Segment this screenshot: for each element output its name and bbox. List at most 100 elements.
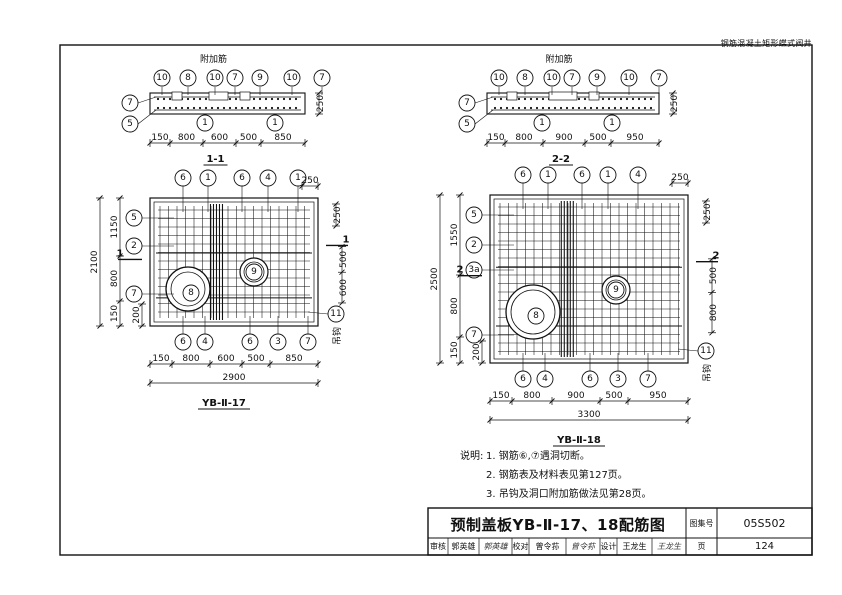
section-bar-dot: [288, 97, 292, 101]
section-bar-dot: [264, 97, 268, 101]
dim-tick: [233, 140, 239, 146]
review-signature: 郭英雄: [483, 542, 508, 551]
section-bubble-top-number: 8: [522, 73, 528, 83]
plan-left-dim-value: 800: [450, 297, 460, 314]
plan-bubble-hole-small-number: 9: [251, 267, 257, 277]
plan-bubble-bottom-circle: [536, 370, 554, 388]
section-bar-dot: [643, 97, 647, 101]
section-bar-dot: [607, 106, 611, 110]
section-bar-dot: [535, 97, 539, 101]
section-bar-dot: [216, 106, 220, 110]
plan-bubble-bottom-circle: [269, 333, 287, 351]
title-block-lines: [427, 507, 813, 556]
plan-leader: [677, 348, 699, 352]
plan-bubble-top-number: 1: [205, 173, 211, 183]
section-bottom-dim-value: 500: [589, 133, 606, 143]
section-bottom-dim-value: 800: [515, 133, 532, 143]
section-bar-dot: [276, 106, 280, 110]
plan-bubble-bottom-number: 4: [542, 374, 548, 384]
plan-leader: [307, 311, 329, 315]
plan-bottom-dim-value: 800: [182, 354, 199, 364]
plan-bubble-top-circle: [199, 169, 217, 187]
section-opening: [588, 91, 600, 101]
section-bar-dot: [198, 97, 202, 101]
section-bar-dot: [192, 106, 196, 110]
note-2: 2. 钢筋表及材料表见第127页。: [486, 470, 628, 481]
section-opening: [239, 91, 251, 101]
dim-tick: [457, 360, 463, 366]
plan-bubble-left-number: 5: [471, 210, 477, 220]
plan-hook-label: 吊钩: [701, 364, 713, 382]
dim-tick: [147, 361, 153, 367]
section-bubble-top-circle: [588, 69, 606, 87]
section-bar-dot: [559, 106, 563, 110]
section-bubble-top-number: 7: [569, 73, 575, 83]
section-bar-dot: [649, 106, 653, 110]
drawing-title: 预制盖板YB-Ⅱ-17、18配筋图: [450, 515, 666, 534]
plan-bubble-hook-number: 11: [700, 346, 711, 356]
dim-tick: [540, 140, 546, 146]
section-extra-bar-label: 附加筋: [545, 53, 572, 65]
section-bubble-left-bottom-number: 5: [127, 119, 133, 129]
section-bar-dot: [210, 106, 214, 110]
section-name: 2-2: [552, 154, 570, 165]
dim-tick: [437, 360, 443, 366]
plan-bottom-total-dim-value: 3300: [578, 410, 601, 420]
section-bar-dot: [156, 97, 160, 101]
plan-bubble-left-number: 2: [131, 241, 137, 251]
dim-tick: [339, 300, 345, 306]
plan-bubble-top-number: 4: [635, 170, 641, 180]
atlas-number: 05S502: [743, 516, 786, 530]
atlas-label: 图集号: [689, 518, 714, 528]
plan-section-mark-right: 2: [713, 251, 720, 262]
dim-tick: [549, 398, 555, 404]
plan-bubble-top-circle: [629, 166, 647, 184]
section-bar-dot: [547, 106, 551, 110]
section-bubble-top-number: 10: [286, 73, 298, 83]
dim-tick: [239, 361, 245, 367]
section-bubble-top-circle: [313, 69, 331, 87]
dim-tick: [656, 140, 662, 146]
plan-left-dim-value: 1550: [450, 223, 460, 246]
section-bar-dot: [637, 106, 641, 110]
section-bar-dot: [637, 97, 641, 101]
section-bubble-top-circle: [563, 69, 581, 87]
section-bar-dot: [613, 106, 617, 110]
plan-bubble-bottom-circle: [609, 370, 627, 388]
plan-top-right-dim-value: 250: [301, 176, 318, 186]
dim-tick: [339, 243, 345, 250]
section-bubble-mid-circle: [196, 114, 214, 132]
section-bar-dot: [294, 106, 298, 110]
section-bottom-dim-value: 600: [211, 133, 228, 143]
section-bar-dot: [264, 106, 268, 110]
section-bar-dot: [288, 106, 292, 110]
plan-bubble-bottom-number: 6: [520, 374, 526, 384]
plan-hook-label: 吊钩: [331, 327, 343, 345]
section-bar-dot: [204, 97, 208, 101]
plan-bubble-hole-large-circle: [527, 307, 545, 325]
plan-bottom-dim-value: 900: [567, 391, 584, 401]
section-bar-dot: [270, 97, 274, 101]
section-bar-dot: [613, 97, 617, 101]
section-opening: [208, 91, 229, 101]
plan-bubble-top-circle: [514, 166, 532, 184]
section-bar-dot: [643, 106, 647, 110]
plan-bubble-bottom-number: 6: [247, 337, 253, 347]
section-bubble-mid-circle: [603, 114, 621, 132]
section-right-dim-value: 250: [670, 95, 680, 112]
dim-tick: [315, 380, 321, 386]
dim-tick: [207, 361, 213, 367]
dim-tick: [484, 140, 490, 146]
section-bubble-mid-number: 1: [609, 118, 615, 128]
plan-left-inner-dim-value: 200: [132, 306, 142, 323]
review-label: 审核: [430, 542, 446, 551]
plan-bubble-bottom-circle: [639, 370, 657, 388]
dim-tick: [685, 417, 691, 423]
section-bar-dot: [595, 106, 599, 110]
dim-tick: [315, 361, 321, 367]
section-bubble-top-number: 10: [623, 73, 635, 83]
section-bubble-top-number: 10: [209, 73, 221, 83]
